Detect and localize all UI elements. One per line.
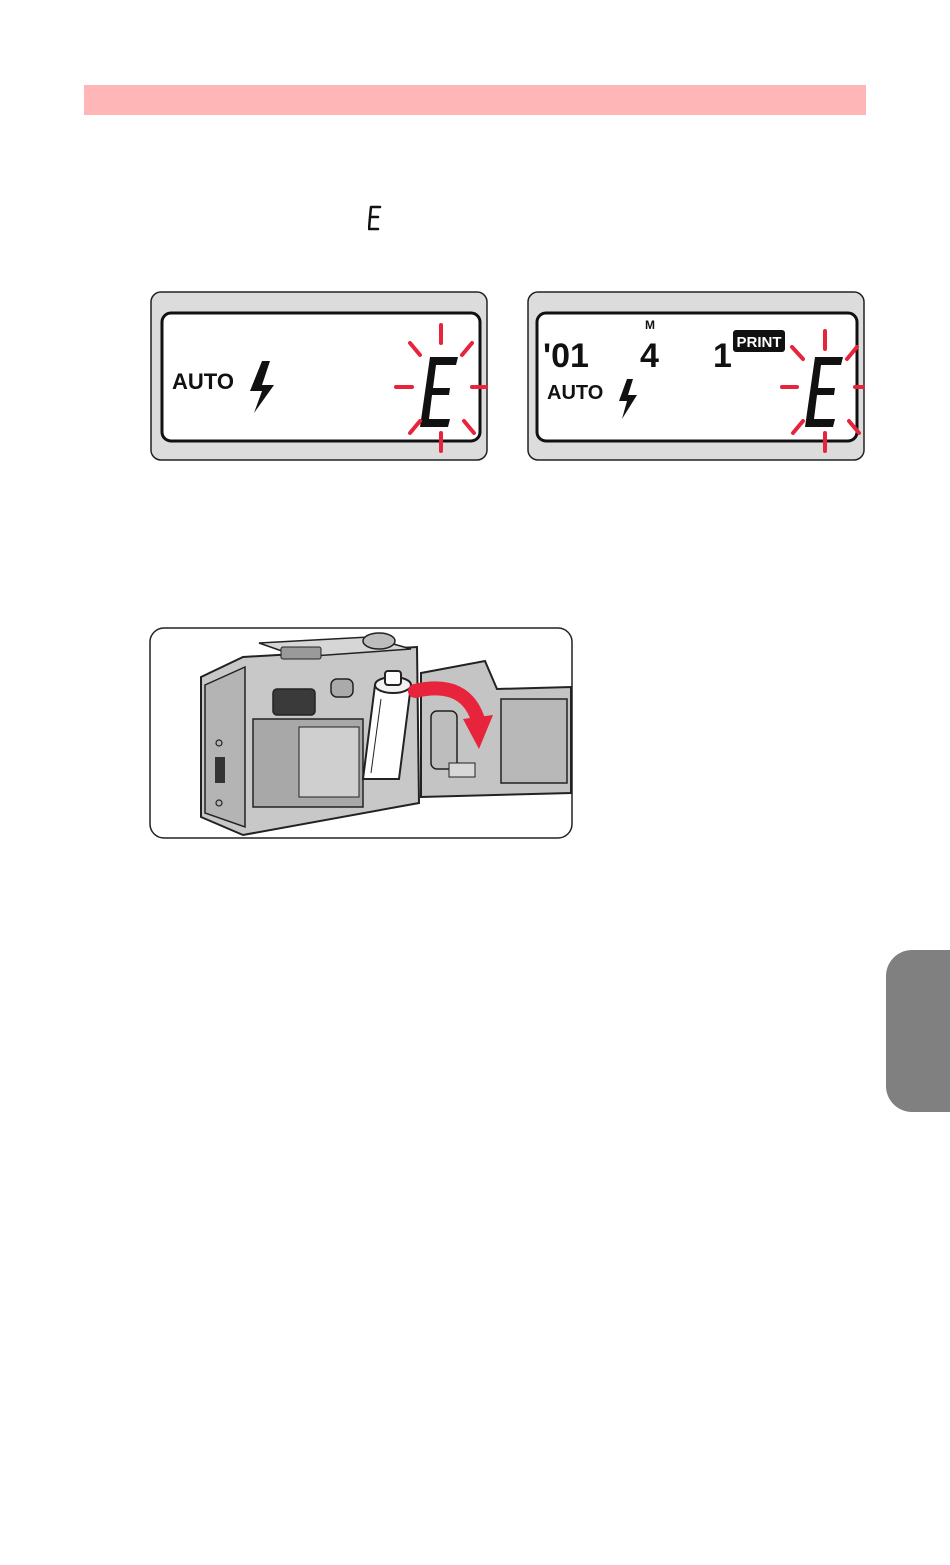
lcd-mode-label: AUTO	[172, 369, 234, 394]
lcd-mode-label: AUTO	[547, 382, 603, 404]
lcd-day-digit: 1	[713, 337, 732, 375]
inline-e-segment-icon	[368, 205, 382, 231]
lcd-panel-date: '01 M 4 1 PRINT AUTO E	[527, 291, 865, 461]
lcd-error-char: E	[150, 291, 151, 292]
lcd-month-marker: M	[645, 318, 655, 332]
lcd-month-digit: 4	[640, 337, 659, 375]
print-badge: PRINT	[737, 334, 782, 351]
camera-film-unload-illustration	[149, 627, 573, 839]
lcd-panel-basic: AUTO E	[150, 291, 488, 461]
section-header-bar	[84, 85, 866, 115]
lcd-year-digits: '01	[543, 337, 589, 375]
lcd-error-char: E	[527, 291, 528, 292]
chapter-side-tab	[886, 950, 950, 1112]
